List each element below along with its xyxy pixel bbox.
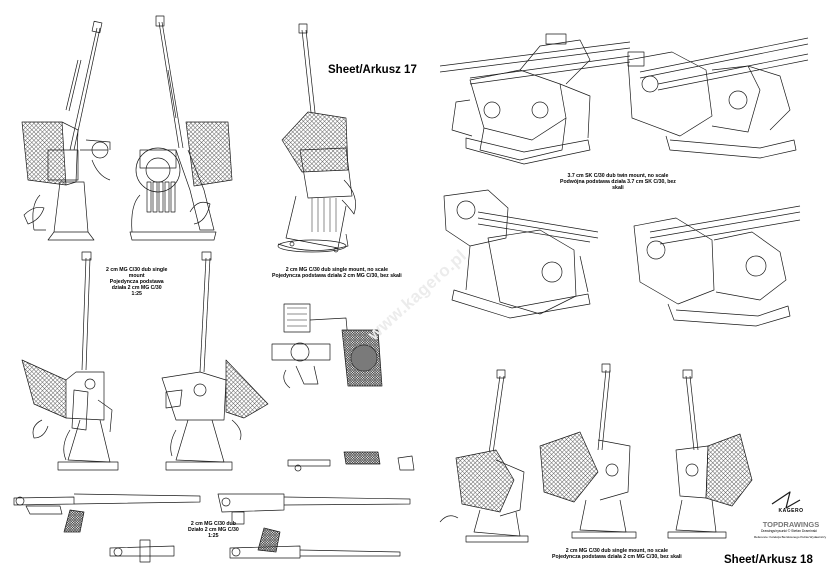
flak-2cm-perspective-1 <box>277 23 356 253</box>
flak-2cm-rear-view-1 <box>129 15 233 241</box>
sheet-title-17: Sheet/Arkusz 17 <box>328 64 417 76</box>
caption-37cm-twin: 3.7 cm SK C/30 dub twin mount, no scale … <box>560 173 676 191</box>
flak-2cm-perspective-3 <box>539 363 637 539</box>
flak-2cm-front-view-1 <box>21 20 111 241</box>
flak-37cm-twin-view-2 <box>627 37 809 159</box>
brand-block: KAGERO TOPDRAWINGS Drawings/rysunki © St… <box>754 508 826 539</box>
caption-2cm-gun: 2 cm MG C/30 dub Działo 2 cm MG C/30 1:2… <box>188 521 239 539</box>
gun-2cm-side-view-1 <box>13 493 201 533</box>
caption-2cm-single-noscale: 2 cm MG C/30 dub single mount, no scale … <box>272 267 402 279</box>
flak-37cm-twin-view-1 <box>439 33 631 165</box>
kagero-logo-mark <box>771 491 801 509</box>
flak-2cm-perspective-4 <box>667 369 753 539</box>
flak-2cm-plan-view <box>271 303 383 389</box>
drawing-credit: Drawings/rysunki © Stefan Draminski <box>760 529 817 533</box>
flak-37cm-twin-view-4 <box>633 205 801 327</box>
flak-2cm-rear-view-2 <box>161 251 269 471</box>
flak-2cm-perspective-2 <box>439 369 529 543</box>
sheet-title-18: Sheet/Arkusz 18 <box>724 554 813 566</box>
small-parts-details <box>287 451 415 472</box>
gun-2cm-side-view-3 <box>109 539 175 563</box>
gun-2cm-side-view-4 <box>229 527 401 559</box>
caption-2cm-single-bottom: 2 cm MG C/30 dub single mount, no scale … <box>552 548 682 560</box>
caption-2cm-single-1-25: 2 cm MG C/30 dub single mount Pojedyncza… <box>106 267 168 297</box>
publisher-name: KAGERO <box>778 508 804 514</box>
flak-37cm-twin-view-3 <box>443 189 599 319</box>
flak-2cm-front-view-2 <box>21 251 119 471</box>
rights-note: Reference: Kolekcja Bezsłownego Pełnia W… <box>754 535 827 539</box>
gun-2cm-side-view-2 <box>217 493 411 525</box>
studio-name: TOPDRAWINGS <box>762 520 820 529</box>
